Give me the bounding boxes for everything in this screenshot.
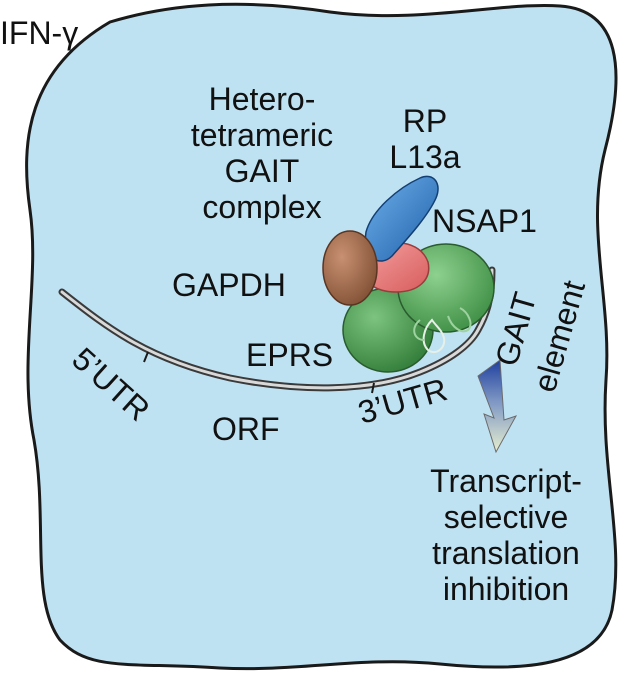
outcome-line-1: Transcript- <box>430 463 582 499</box>
outcome-line-2: selective <box>444 499 569 535</box>
mrna-strand <box>58 266 496 394</box>
outcome-line-3: translation <box>432 535 580 571</box>
gait-element-loop <box>413 307 472 354</box>
rp-l13a-subunit <box>364 175 439 262</box>
complex-title-line-4: complex <box>202 189 321 225</box>
eprs-label: EPRS <box>246 337 333 373</box>
stimulus-label: IFN-γ <box>0 15 78 51</box>
rp-l13a-label-line-1: RP <box>403 103 447 139</box>
cell-body <box>25 2 618 671</box>
orf-label: ORF <box>212 411 280 447</box>
outcome-line-4: inhibition <box>443 571 569 607</box>
rp-l13a-label-line-2: L13a <box>389 139 460 175</box>
complex-title-line-2: tetrameric <box>191 117 333 153</box>
complex-title-line-3: GAIT <box>225 153 300 189</box>
gapdh-subunit <box>322 230 378 306</box>
inhibition-arrow <box>477 359 518 454</box>
nsap1-label: NSAP1 <box>432 203 537 239</box>
gapdh-label: GAPDH <box>172 267 286 303</box>
complex-title-line-1: Hetero- <box>209 81 316 117</box>
